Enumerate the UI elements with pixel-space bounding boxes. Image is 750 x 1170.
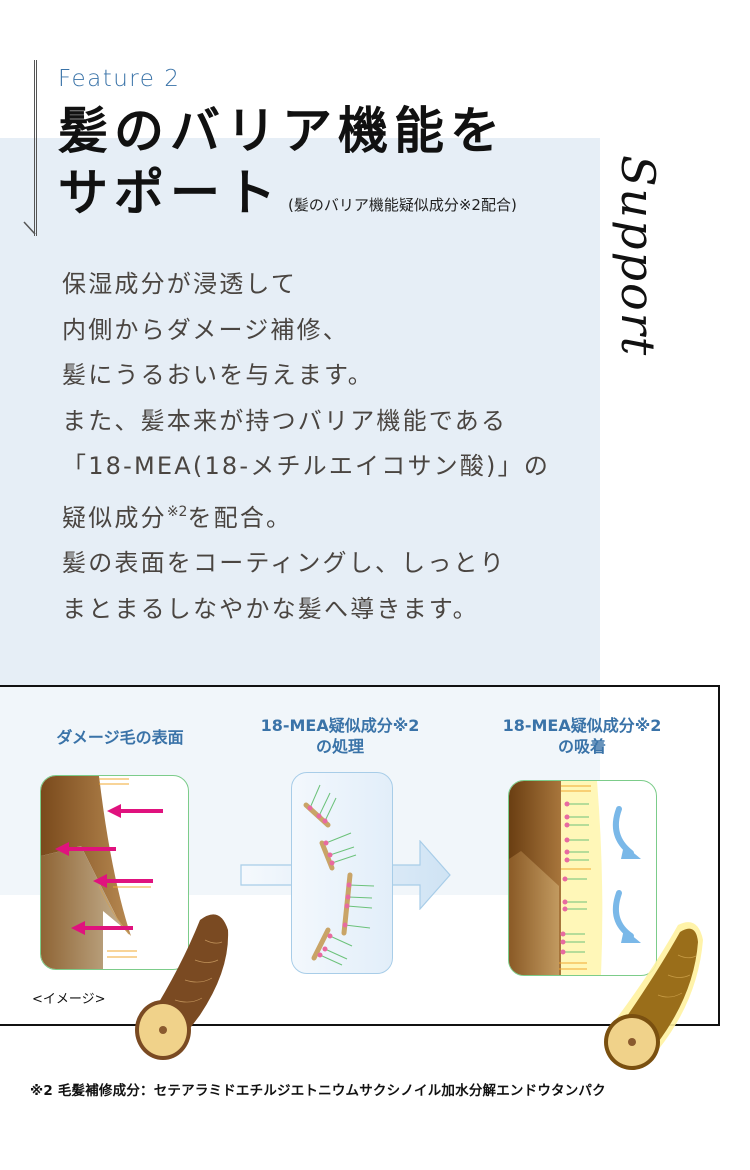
body-line: 保湿成分が浸透して xyxy=(62,270,298,298)
image-caption: <イメージ> xyxy=(32,992,106,1007)
body-line: 髪にうるおいを与えます。 xyxy=(62,361,374,389)
step-label-line: 18-MEA疑似成分※2 xyxy=(260,716,420,735)
damaged-hair-illustration xyxy=(41,776,163,969)
step-label-line: ダメージ毛の表面 xyxy=(56,728,184,747)
page-title: 髪のバリア機能を サポート (髪のバリア機能疑似成分※2配合) xyxy=(58,100,517,236)
damaged-hair-strand-icon xyxy=(135,914,229,1060)
background-panel xyxy=(0,138,600,895)
vertical-divider-line xyxy=(34,60,37,236)
footnote-ref: ※2 xyxy=(166,503,188,520)
step-label-damaged: ダメージ毛の表面 xyxy=(20,727,220,748)
title-line-2: サポート (髪のバリア機能疑似成分※2配合) xyxy=(58,162,517,236)
mea-molecules-illustration xyxy=(303,784,375,966)
body-line: 「18-MEA(18-メチルエイコサン酸)」の xyxy=(62,452,551,480)
adsorbed-hair-panel xyxy=(508,780,657,976)
step-label-line: の処理 xyxy=(315,737,364,756)
adsorbed-hair-illustration xyxy=(509,781,641,975)
body-line: 疑似成分※2を配合。 xyxy=(62,490,550,542)
down-arrow-icon xyxy=(23,221,36,235)
body-line-part: を配合。 xyxy=(187,503,293,532)
damaged-hair-panel xyxy=(40,775,189,970)
step-label-adsorption: 18-MEA疑似成分※2 の吸着 xyxy=(472,715,692,757)
support-script-text: Support xyxy=(611,155,665,358)
step-label-treatment: 18-MEA疑似成分※2 の処理 xyxy=(230,715,450,757)
step-label-line: 18-MEA疑似成分※2 xyxy=(502,716,662,735)
body-line-part: 疑似成分 xyxy=(62,503,167,532)
step-label-line: の吸着 xyxy=(557,737,606,756)
coated-hair-strand-icon xyxy=(604,922,703,1070)
title-subnote: (髪のバリア機能疑似成分※2配合) xyxy=(288,196,517,214)
body-line: 内側からダメージ補修、 xyxy=(62,315,349,344)
body-line: まとまるしなやかな髪へ導きます。 xyxy=(62,594,479,623)
body-line: 髪の表面をコーティングし、しっとり xyxy=(62,549,506,577)
title-line-1: 髪のバリア機能を xyxy=(58,102,506,160)
body-line: また、髪本来が持つバリア機能である xyxy=(62,406,508,435)
treatment-panel xyxy=(291,772,393,974)
feature-label: Feature 2 xyxy=(58,66,181,92)
body-description: 保湿成分が浸透して 内側からダメージ補修、 髪にうるおいを与えます。 また、髪本… xyxy=(62,262,550,632)
title-line-2-text: サポート xyxy=(58,164,282,222)
footnote: ※2 毛髪補修成分：セテアラミドエチルジエトニウムサクシノイル加水分解エンドウタ… xyxy=(30,1083,606,1099)
